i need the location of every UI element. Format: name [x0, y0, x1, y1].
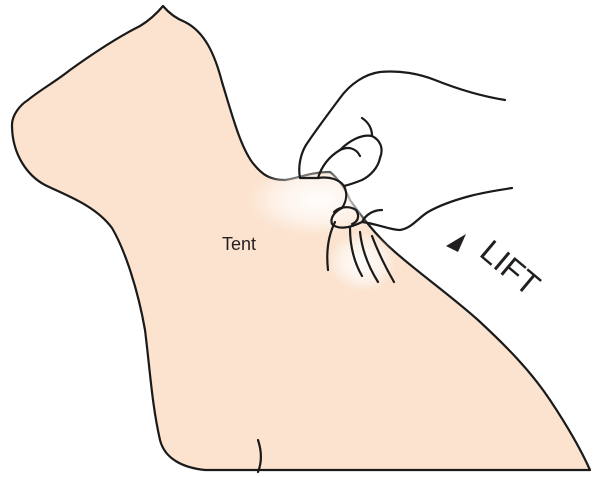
finger-line-3: [362, 118, 372, 136]
lift-label: LIFT: [474, 233, 548, 303]
tent-label: Tent: [222, 234, 256, 254]
lift-arrow-icon: [446, 234, 466, 252]
finger-line-2: [340, 136, 382, 158]
